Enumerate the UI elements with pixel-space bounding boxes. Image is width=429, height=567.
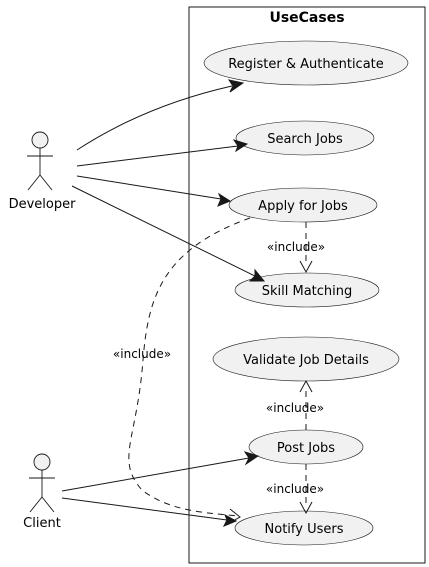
arrow-head-register	[227, 79, 245, 93]
assoc-developer-skill	[71, 185, 266, 282]
actor-client: Client	[23, 453, 61, 531]
assoc-client-notify	[61, 497, 238, 527]
developer-head	[31, 131, 49, 149]
include-apply-notify: «include»	[113, 217, 251, 523]
include-post-notify: «include»	[266, 464, 324, 515]
actor-developer: Developer	[9, 131, 77, 212]
usecase-skill-shape	[234, 272, 380, 308]
client-label: Client	[23, 516, 61, 531]
arrow-head-apply	[217, 192, 232, 207]
arrow-head-search	[232, 139, 249, 153]
include-post-notify-label: «include»	[266, 482, 324, 496]
usecase-apply-shape	[228, 187, 378, 223]
include-apply-skill: «include»	[267, 222, 325, 274]
arrow-head-include-notify-apply	[229, 508, 241, 523]
assoc-developer-search	[76, 139, 249, 167]
client-leg-left	[29, 496, 43, 513]
include-apply-notify-label: «include»	[113, 347, 171, 361]
include-post-validate-label: «include»	[266, 401, 324, 415]
usecase-apply-label: Apply for Jobs	[258, 199, 348, 214]
usecase-register-label: Register & Authenticate	[228, 57, 384, 72]
developer-leg-right	[39, 174, 53, 191]
arrow-head-include-validate	[299, 379, 313, 393]
arrow-head-post	[243, 451, 260, 466]
usecase-search-label: Search Jobs	[267, 132, 343, 147]
usecase-validate-label: Validate Job Details	[243, 353, 369, 368]
assoc-developer-register	[76, 79, 245, 151]
system-boundary: UseCases	[188, 6, 426, 564]
developer-leg-left	[27, 174, 41, 191]
arrow-head-include-notify-post	[299, 501, 313, 515]
usecase-post: Post Jobs	[248, 429, 364, 465]
usecase-apply: Apply for Jobs	[228, 187, 378, 223]
client-leg-right	[41, 496, 55, 513]
usecase-validate: Validate Job Details	[212, 336, 400, 382]
include-post-validate: «include»	[266, 379, 324, 430]
usecase-notify: Notify Users	[234, 510, 374, 546]
usecase-skill: Skill Matching	[234, 272, 380, 308]
usecase-notify-shape	[234, 510, 374, 546]
include-apply-skill-label: «include»	[267, 240, 325, 254]
usecase-register-shape	[203, 40, 409, 86]
assoc-client-post	[61, 451, 260, 492]
client-head	[33, 453, 51, 471]
arrow-head-skill	[248, 268, 266, 282]
assoc-developer-apply	[76, 175, 232, 207]
boundary-title: UseCases	[269, 10, 344, 26]
usecase-search: Search Jobs	[235, 120, 375, 156]
arrow-head-include-skill	[299, 260, 313, 274]
boundary-frame	[188, 6, 426, 564]
arrow-head-notify-client	[222, 513, 238, 527]
usecase-notify-label: Notify Users	[265, 522, 344, 537]
usecase-skill-label: Skill Matching	[262, 284, 353, 299]
developer-label: Developer	[9, 197, 77, 212]
usecase-search-shape	[235, 120, 375, 156]
usecase-post-label: Post Jobs	[277, 441, 335, 456]
usecase-register: Register & Authenticate	[203, 40, 409, 86]
